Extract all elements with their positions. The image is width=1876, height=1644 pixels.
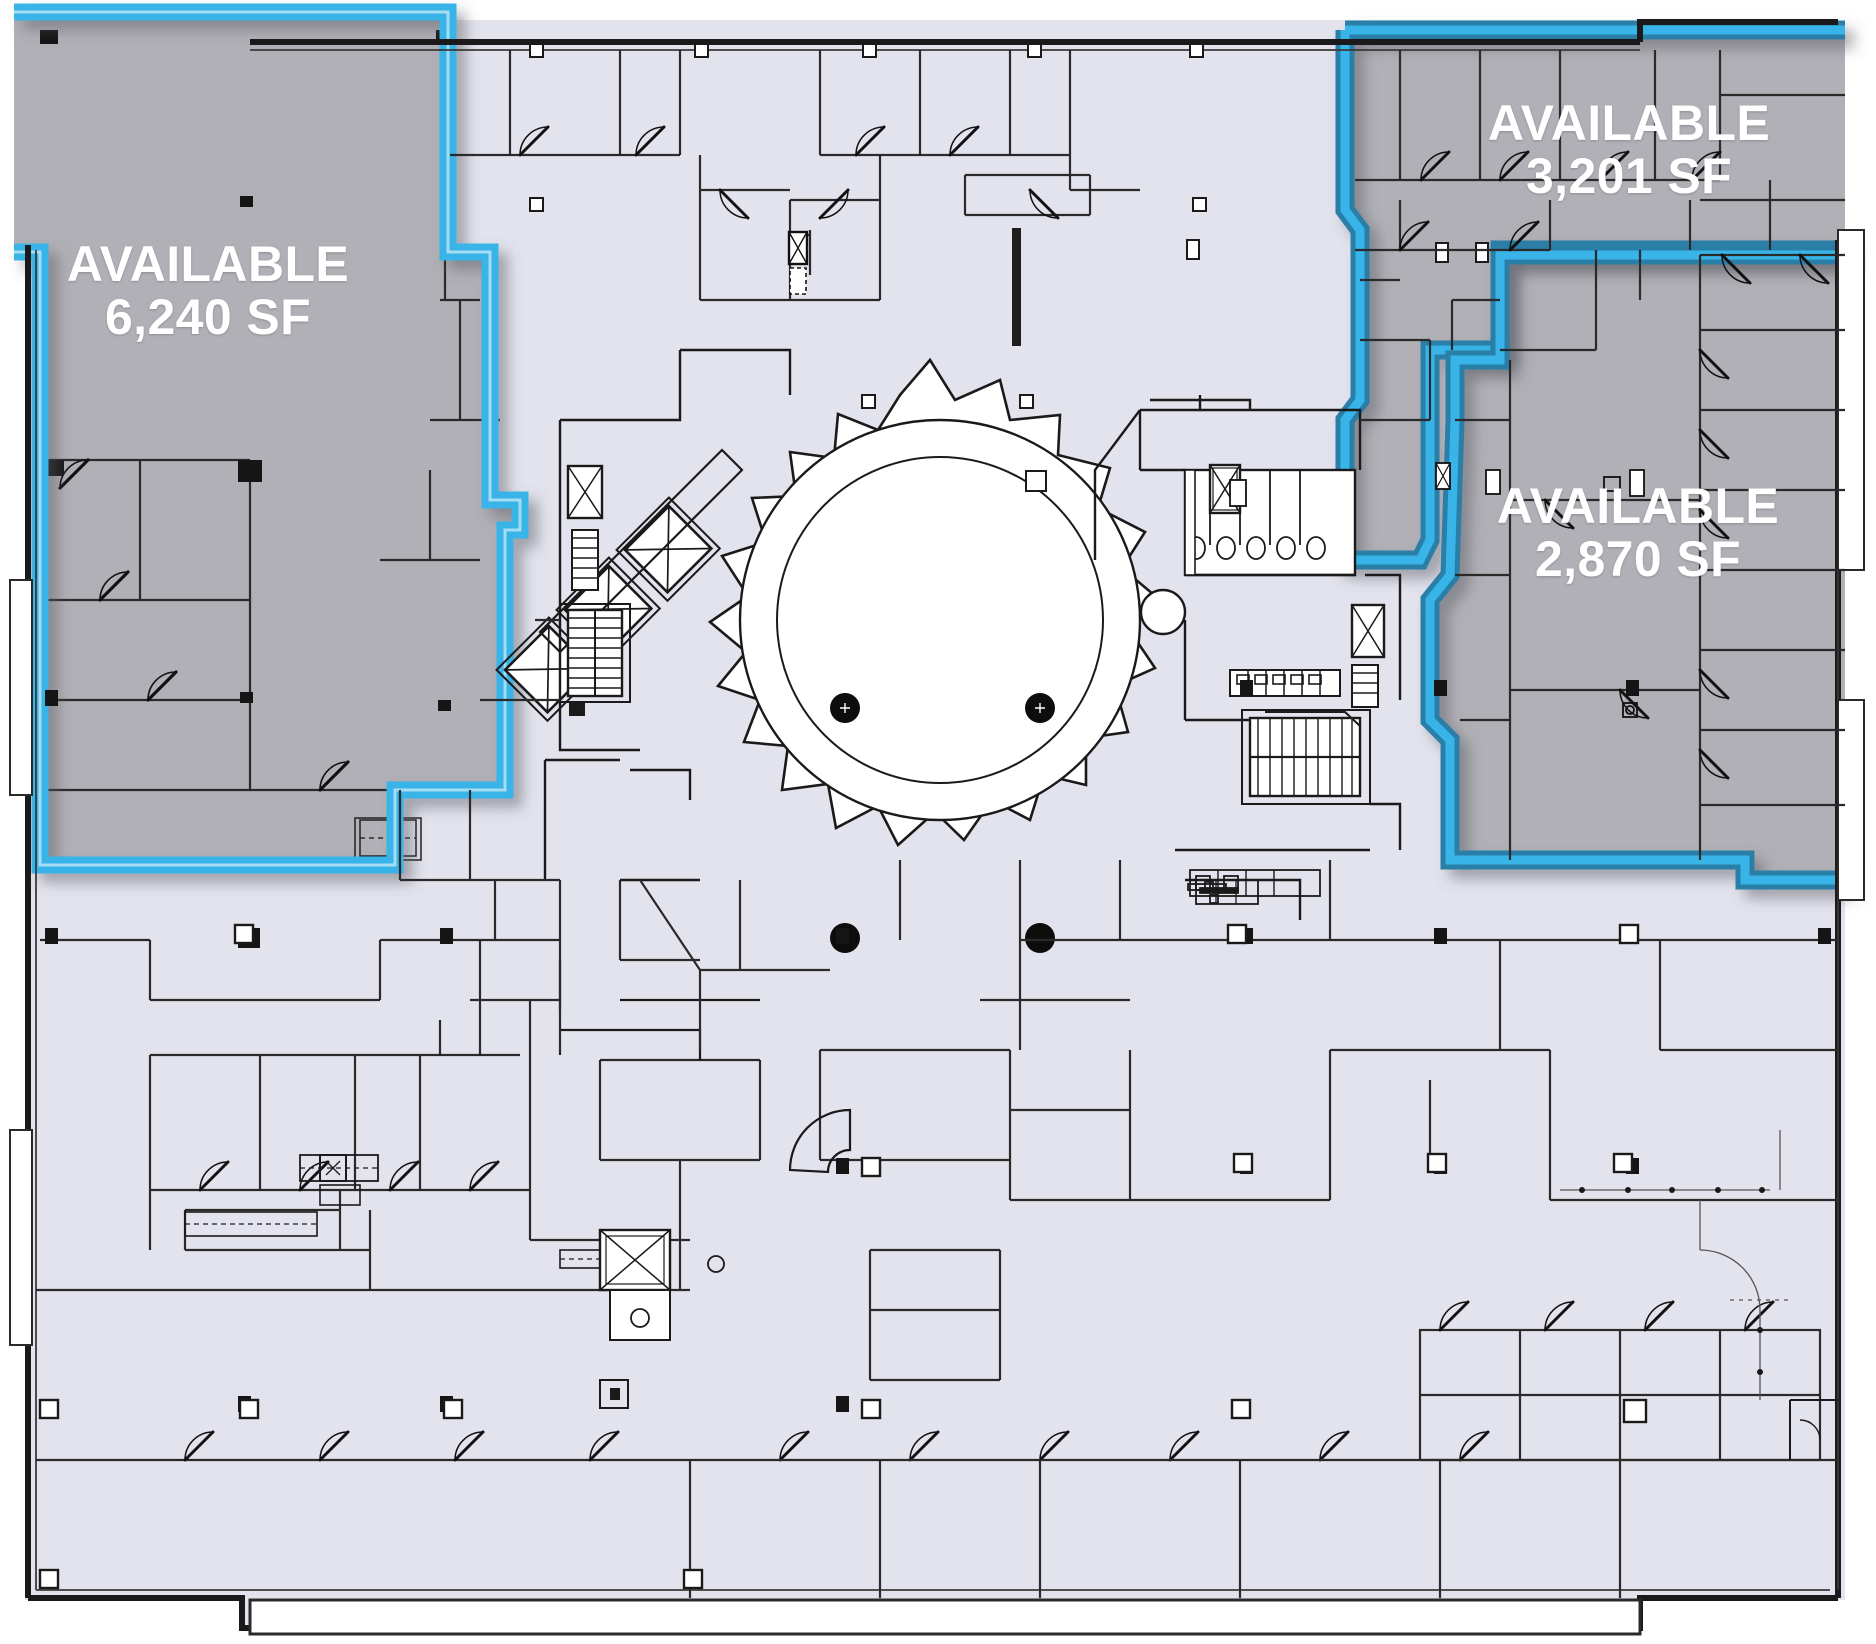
available-fill-east [1430, 255, 1845, 880]
column-outline-markers [38, 923, 1648, 1590]
doors-northwest [58, 458, 350, 792]
stair-west [559, 603, 631, 716]
counters [1187, 869, 1321, 904]
elevator-east-lower [1350, 603, 1386, 708]
partitions-midleft [40, 618, 560, 1000]
utility-nodes [1579, 1187, 1765, 1375]
doors-south-west [183, 1160, 1490, 1462]
doors-southeast-grid [1438, 1300, 1775, 1332]
partitions-south-center [690, 860, 1838, 1598]
south-mech-shafts [184, 1154, 379, 1237]
highlight-outline-east[interactable] [1420, 245, 1845, 890]
partitions-rotunda-south [150, 860, 1130, 1055]
doors-east [1543, 348, 1730, 780]
core-walls-west [543, 348, 792, 882]
window-markers-core-east [1025, 239, 1489, 492]
counter-south-center [1195, 879, 1259, 905]
fixtures-northeast [1229, 462, 1645, 507]
facade-recesses [9, 229, 1865, 1636]
highlight-outline-northwest[interactable] [14, 3, 529, 874]
elevator-shaft-west-upper [566, 464, 604, 591]
utility-run [1560, 1130, 1790, 1400]
corner-details [1789, 1399, 1838, 1460]
fixtures-east [1622, 702, 1638, 718]
doors-northeast [1398, 150, 1830, 285]
doors-north [518, 125, 1060, 220]
stair-east [1241, 709, 1371, 805]
available-fill-northwest [14, 12, 520, 865]
elevator-shaft-north [787, 230, 809, 295]
rotunda-atrium [707, 357, 1162, 953]
offices-north [450, 50, 1140, 302]
toilet-fixtures [1186, 536, 1326, 560]
partitions-northeast [1355, 50, 1845, 422]
offices-southeast-grid [1418, 1328, 1822, 1462]
south-center-service-core [559, 1228, 725, 1409]
window-markers-north [529, 43, 1207, 409]
core-walls-east [1093, 395, 1402, 920]
duct-riser-north [1012, 228, 1021, 346]
